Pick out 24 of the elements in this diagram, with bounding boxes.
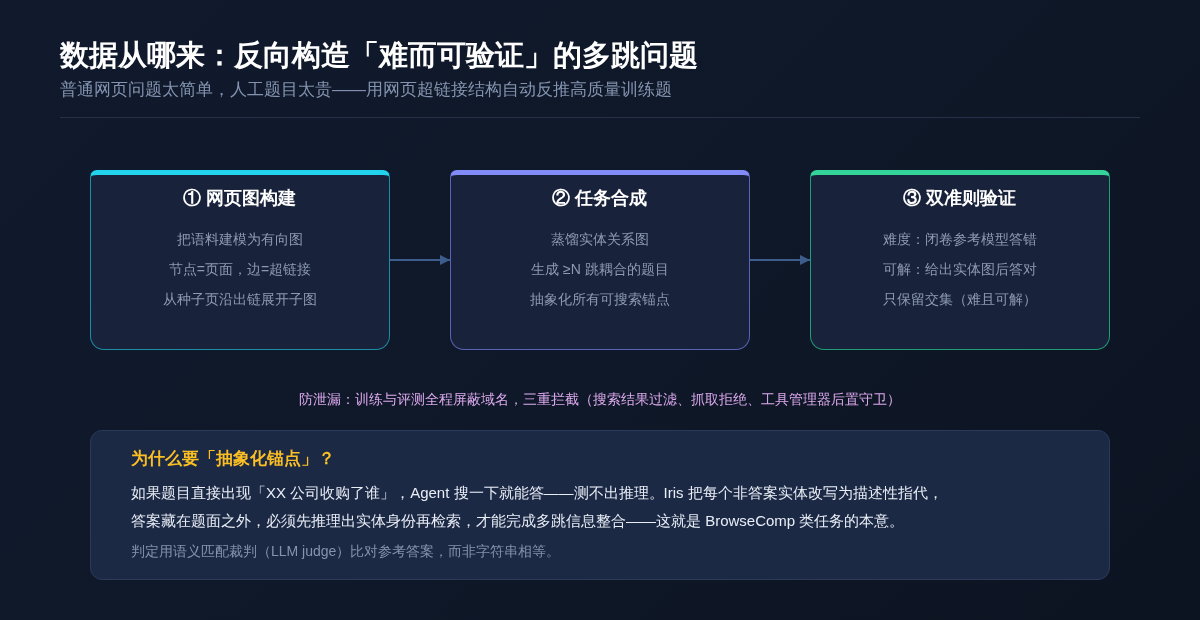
step-text: 可解：给出实体图后答对 xyxy=(883,260,1037,279)
panel-note: 判定用语义匹配裁判（LLM judge）比对参考答案，而非字符串相等。 xyxy=(131,542,561,561)
step-text: 抽象化所有可搜索锚点 xyxy=(530,290,670,309)
step-card xyxy=(810,170,1110,350)
step-text: 生成 ≥N 跳耦合的题目 xyxy=(531,260,669,279)
note-panel xyxy=(90,430,1110,580)
step-text: 只保留交集（难且可解） xyxy=(883,290,1037,309)
step-text: 从种子页沿出链展开子图 xyxy=(163,290,317,309)
step-text: 蒸馏实体关系图 xyxy=(551,230,649,249)
subtitle: 普通网页问题太简单，人工题目太贵——用网页超链接结构自动反推高质量训练题 xyxy=(60,79,672,101)
step-text: 节点=页面，边=超链接 xyxy=(168,260,312,279)
panel-text: 如果题目直接出现「XX 公司收购了谁」，Agent 搜一下就能答——测不出推理。Iris 把每个非答案实体改写为描述性指代，答案藏在题面之外，必须先推理出实体身份再检索，才能完成多跳信息整合——这就是 BrowseComp 类任务的本意。 xyxy=(131,483,944,531)
step-text: 难度：闭卷参考模型答错 xyxy=(883,230,1037,249)
panel-heading: 为什么要「抽象化锚点」？ xyxy=(131,448,335,469)
arrow xyxy=(389,255,451,265)
step-card xyxy=(90,170,390,350)
step-title: ③ 双准则验证 xyxy=(903,187,1017,210)
warning-note: 防泄漏：训练与评测全程屏蔽域名，三重拦截（搜索结果过滤、抓取拒绝、工具管理器后置守卫） xyxy=(299,390,901,409)
step-title: ① 网页图构建 xyxy=(183,187,297,210)
page-title: 数据从哪来：反向构造「难而可验证」的多跳问题 xyxy=(60,38,698,72)
step-title: ② 任务合成 xyxy=(552,187,648,210)
step-text: 把语料建模为有向图 xyxy=(177,230,303,249)
step-card xyxy=(450,170,750,350)
arrow xyxy=(749,255,811,265)
